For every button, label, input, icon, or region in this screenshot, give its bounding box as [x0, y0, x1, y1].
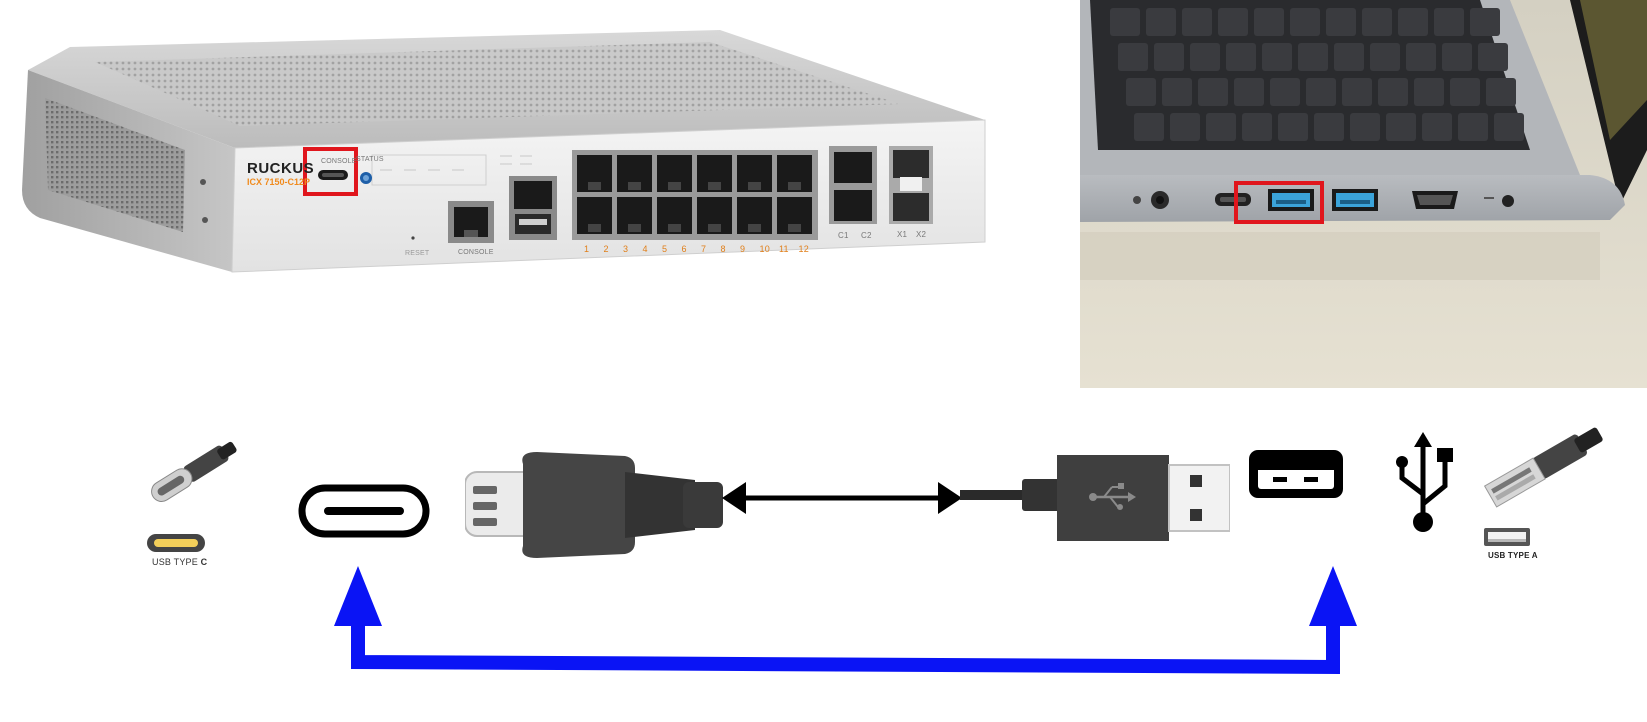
port-number-label: 3 [623, 244, 629, 254]
port-number-label: 1 [584, 244, 590, 254]
port-number-label: 7 [701, 244, 707, 254]
usb-type-c-label: USB TYPE C [152, 557, 208, 567]
usb-c-port-small-icon [147, 534, 205, 552]
usb-symbol-icon [1396, 432, 1453, 532]
port-number-label: 9 [740, 244, 746, 254]
switch-model: ICX 7150-C12P [247, 177, 311, 187]
reset-label: RESET [405, 250, 430, 257]
usb-a-plug-icon [960, 455, 1230, 541]
usb-c-cable-icon [151, 441, 237, 502]
bidirectional-arrow-icon [722, 482, 962, 514]
ruckus-switch-photo [22, 30, 986, 273]
sfp-label-x1: X1 [897, 230, 908, 239]
usb-c-plug-icon [465, 452, 723, 558]
sfp-label-x2: X2 [916, 230, 927, 239]
uplink-label-c2: C2 [861, 231, 872, 240]
port-number-label: 2 [603, 244, 609, 254]
port-number-label: 10 [759, 244, 770, 254]
usb-a-cable-icon [1483, 427, 1603, 508]
usb-a-port-icon [1249, 450, 1343, 498]
port-number-label: 11 [779, 244, 789, 254]
mgmt-label: CONSOLE [458, 249, 494, 256]
usb-type-a-label: USB TYPE A [1488, 551, 1538, 560]
connection-arrow-icon [334, 566, 1357, 675]
status-label: STATUS [356, 156, 384, 163]
laptop-photo [1080, 0, 1647, 388]
port-number-label: 8 [720, 244, 726, 254]
uplink-label-c1: C1 [838, 231, 849, 240]
switch-brand: RUCKUS [247, 160, 315, 177]
port-number-label: 5 [662, 244, 668, 254]
port-number-label: 12 [798, 244, 809, 254]
usb-a-port-small-icon [1484, 528, 1530, 546]
console-label: CONSOLE [321, 158, 357, 165]
port-number-label: 4 [642, 244, 648, 254]
usb-a-port-highlight [1234, 181, 1324, 224]
port-number-label: 6 [681, 244, 687, 254]
console-port-highlight [303, 147, 358, 196]
usb-c-port-icon [298, 484, 430, 538]
